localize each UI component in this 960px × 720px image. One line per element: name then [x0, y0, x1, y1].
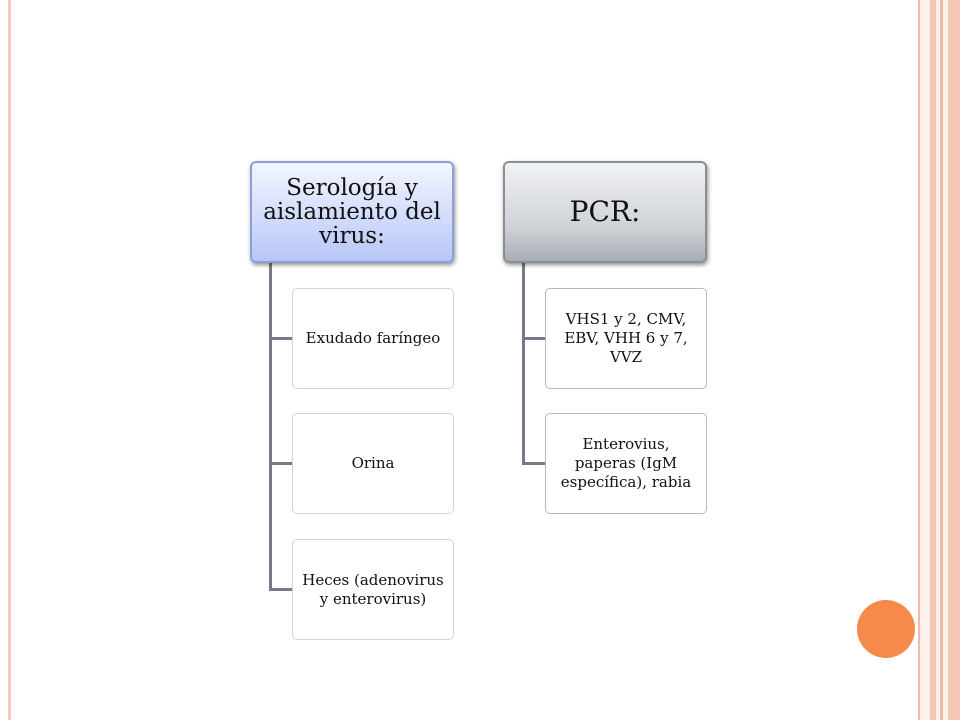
connector-branch: [269, 337, 292, 340]
slide-left-border: [8, 0, 11, 720]
item-label: VHS1 y 2, CMV, EBV, VHH 6 y 7, VVZ: [564, 310, 688, 366]
item-vhs: VHS1 y 2, CMV, EBV, VHH 6 y 7, VVZ: [545, 288, 707, 389]
item-orina: Orina: [292, 413, 454, 514]
item-label: Orina: [351, 454, 395, 473]
connector-trunk-left: [269, 263, 272, 590]
header-serologia: Serología y aislamiento del virus:: [250, 161, 454, 263]
header-pcr-label: PCR:: [569, 195, 641, 229]
header-pcr: PCR:: [503, 161, 707, 263]
header-serologia-label: Serología y aislamiento del virus:: [263, 174, 441, 250]
connector-trunk-right: [522, 263, 525, 464]
connector-branch: [269, 588, 292, 591]
connector-branch: [269, 462, 292, 465]
item-label: Enterovius, paperas (IgM específica), ra…: [560, 435, 692, 491]
accent-circle: [857, 600, 915, 658]
item-exudado: Exudado faríngeo: [292, 288, 454, 389]
item-label: Exudado faríngeo: [305, 329, 441, 348]
item-enterovirus: Enterovius, paperas (IgM específica), ra…: [545, 413, 707, 514]
connector-branch: [522, 462, 545, 465]
item-label: Heces (adenovirus y enterovirus): [302, 570, 444, 608]
connector-branch: [522, 337, 545, 340]
slide-right-border: [918, 0, 960, 720]
item-heces: Heces (adenovirus y enterovirus): [292, 539, 454, 640]
